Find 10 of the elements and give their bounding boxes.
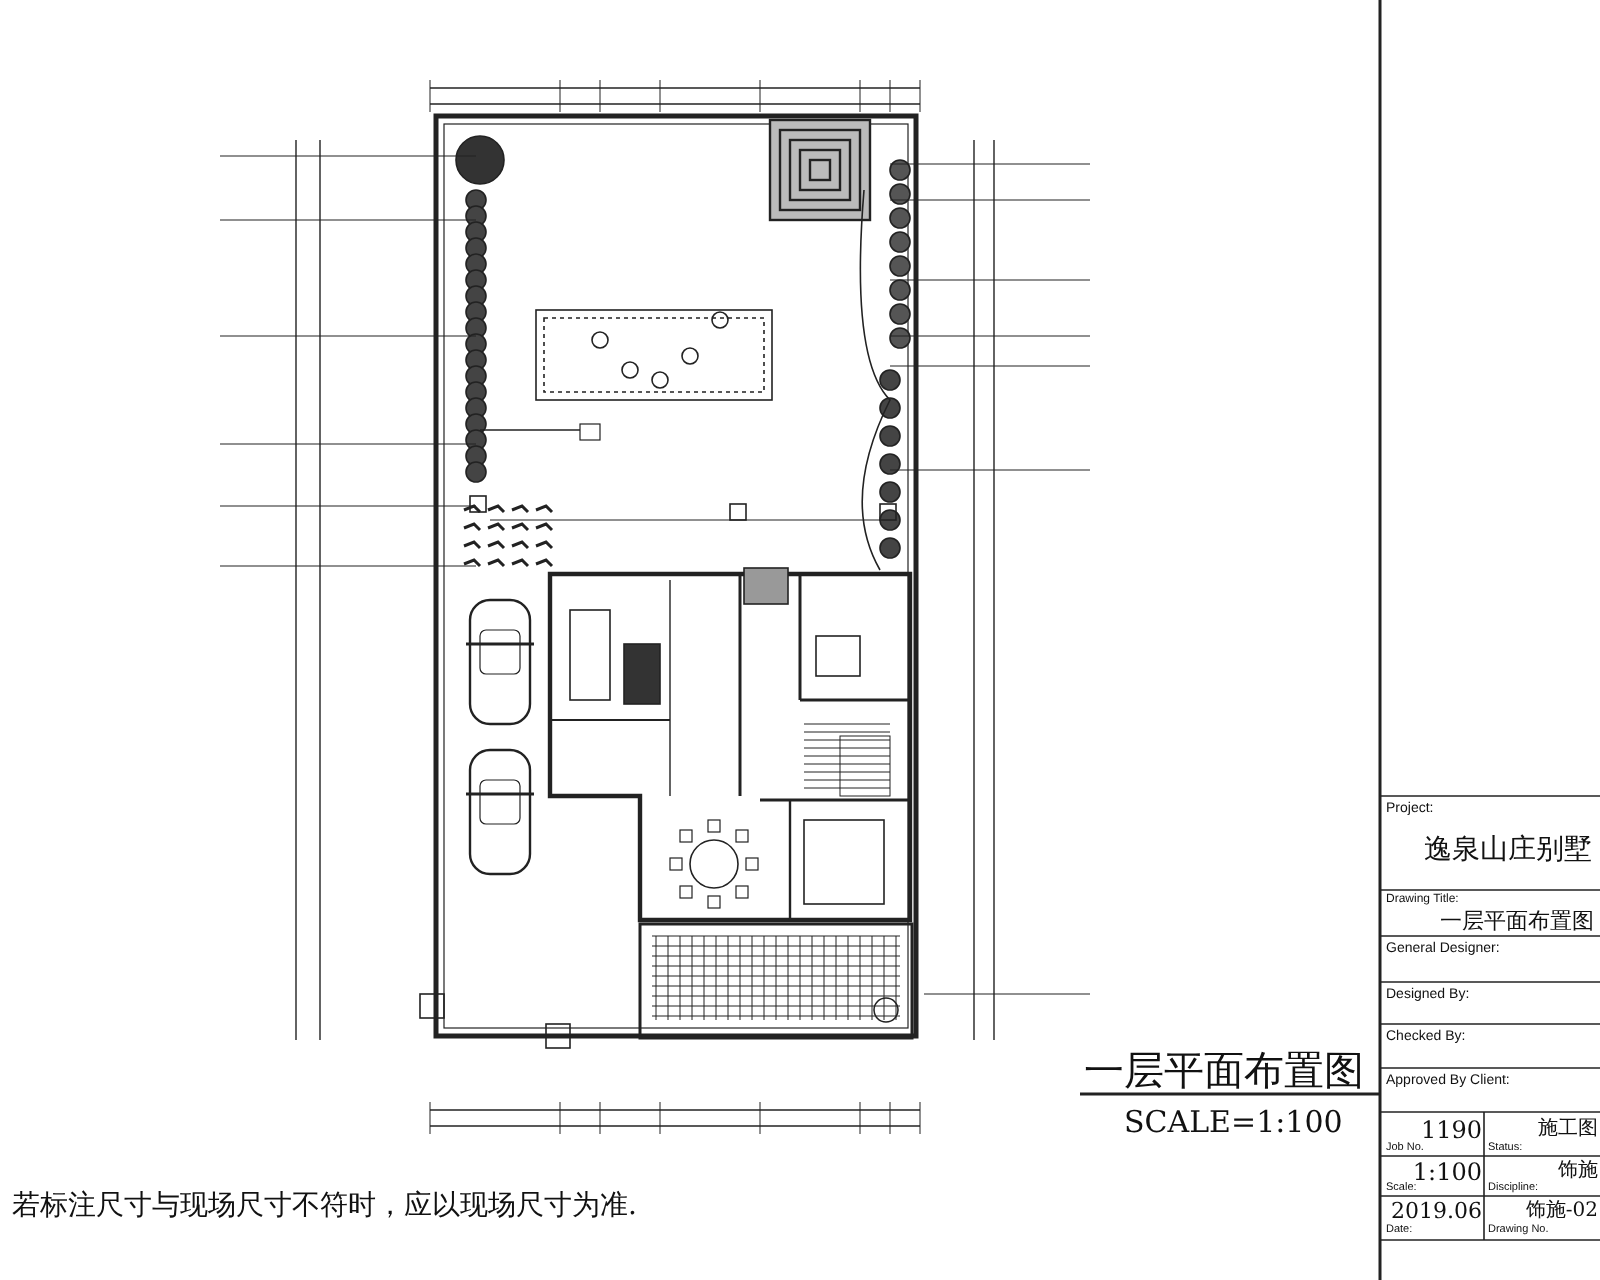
field-value: 饰施-02 xyxy=(1525,1200,1598,1222)
drawing-title: 一层平面布置图 xyxy=(1084,1048,1364,1092)
field-value: 1190 xyxy=(1420,1118,1482,1144)
field-value: 饰施 xyxy=(1558,1160,1598,1182)
project-name: 逸泉山庄别墅 xyxy=(1424,836,1592,867)
field-value: 施工图 xyxy=(1538,1118,1598,1140)
note-text: 若标注尺寸与现场尺寸不符时，应以现场尺寸为准. xyxy=(12,1192,637,1223)
drawing-title: 一层平面布置图 xyxy=(1440,910,1594,935)
field-value: 2019.06 xyxy=(1391,1200,1482,1224)
scale-text: SCALE=1:100 xyxy=(1124,1106,1343,1139)
